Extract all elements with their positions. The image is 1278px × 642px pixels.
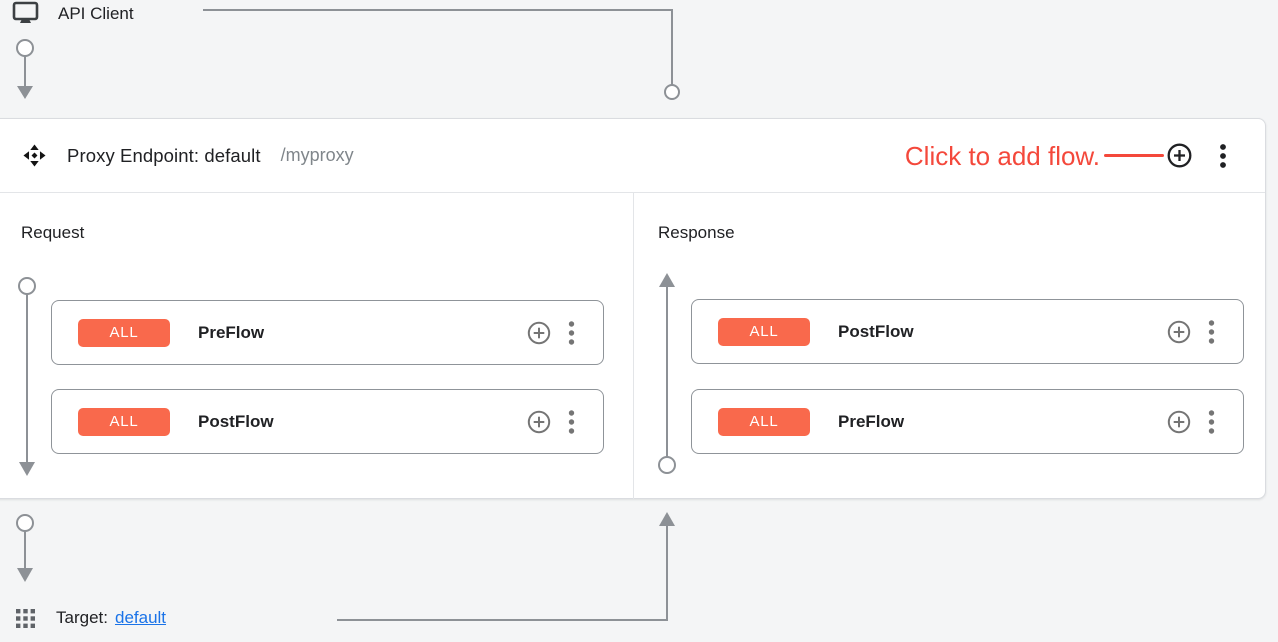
target-default-link[interactable]: default xyxy=(114,608,167,627)
plus-circle-icon xyxy=(1167,410,1191,434)
add-policy-button[interactable] xyxy=(1167,320,1191,344)
add-policy-button[interactable] xyxy=(1167,410,1191,434)
flow-name: PreFlow xyxy=(838,411,905,431)
api-client-node: API Client xyxy=(12,1,134,26)
api-client-label: API Client xyxy=(58,3,134,23)
flow-name: PreFlow xyxy=(198,322,265,342)
annotation-pointer-line xyxy=(1104,154,1164,157)
plus-circle-icon xyxy=(527,321,551,345)
move-icon xyxy=(23,144,46,167)
flow-menu-button[interactable] xyxy=(568,409,575,435)
target-label: Target: xyxy=(56,608,108,627)
add-flow-annotation: Click to add flow. xyxy=(904,140,1100,171)
flow-menu-button[interactable] xyxy=(568,320,575,346)
flow-card-response-postflow[interactable]: ALL PostFlow xyxy=(691,299,1244,364)
request-column-label: Request xyxy=(21,223,85,242)
flow-card-response-preflow[interactable]: ALL PreFlow xyxy=(691,389,1244,454)
condition-badge: ALL xyxy=(718,407,810,436)
flow-card-request-preflow[interactable]: ALL PreFlow xyxy=(51,300,604,365)
flow-name: PostFlow xyxy=(838,321,914,341)
add-policy-button[interactable] xyxy=(527,321,551,345)
proxy-endpoint-path: /myproxy xyxy=(280,145,354,165)
more-vert-icon xyxy=(568,409,575,435)
target-node: Target: default xyxy=(16,608,166,628)
proxy-endpoint-body: Request Response ALL PreFlow xyxy=(0,193,1265,499)
flow-menu-button[interactable] xyxy=(1208,319,1215,345)
proxy-endpoint-panel: Proxy Endpoint: default /myproxy Click t… xyxy=(0,118,1266,499)
proxy-endpoint-title: Proxy Endpoint: default xyxy=(67,144,261,166)
column-divider xyxy=(633,193,634,499)
flow-card-request-postflow[interactable]: ALL PostFlow xyxy=(51,389,604,454)
plus-circle-icon xyxy=(1167,320,1191,344)
condition-badge: ALL xyxy=(78,407,170,436)
proxy-endpoint-header: Proxy Endpoint: default /myproxy Click t… xyxy=(0,119,1265,193)
grid-icon xyxy=(16,608,35,628)
response-column-label: Response xyxy=(658,223,735,242)
endpoint-menu-button[interactable] xyxy=(1219,142,1227,170)
flow-name: PostFlow xyxy=(198,411,274,431)
more-vert-icon xyxy=(1208,409,1215,435)
condition-badge: ALL xyxy=(78,318,170,347)
more-vert-icon xyxy=(1219,142,1227,170)
add-flow-button[interactable] xyxy=(1167,143,1192,168)
plus-circle-icon xyxy=(527,410,551,434)
add-policy-button[interactable] xyxy=(527,410,551,434)
more-vert-icon xyxy=(568,320,575,346)
more-vert-icon xyxy=(1208,319,1215,345)
condition-badge: ALL xyxy=(718,317,810,346)
plus-circle-icon xyxy=(1167,143,1192,168)
monitor-icon xyxy=(12,1,39,26)
flow-menu-button[interactable] xyxy=(1208,409,1215,435)
